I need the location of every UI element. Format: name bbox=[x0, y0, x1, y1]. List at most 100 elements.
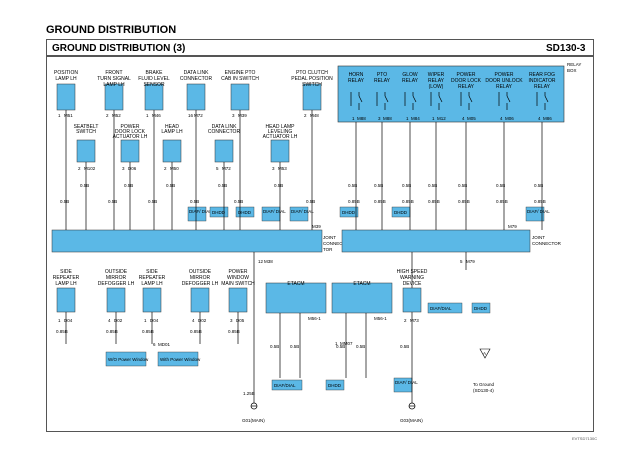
tag-dhdd-6 bbox=[471, 302, 491, 314]
relay-switch-icon bbox=[498, 92, 511, 110]
connector-pin: 1 bbox=[144, 318, 147, 323]
sheet-ref-line-2: (SD130-4) bbox=[473, 388, 494, 393]
component-label-2: MIRROR bbox=[106, 275, 127, 281]
component-body bbox=[142, 287, 162, 313]
wire-gauge: 0.85B bbox=[348, 199, 360, 204]
wire-gauge: 0.85B bbox=[190, 329, 202, 334]
component-label-1: ENGINE PTO bbox=[225, 70, 256, 76]
wire-gauge: 0.5B bbox=[274, 183, 283, 188]
component-label-1: OUTSIDE bbox=[105, 269, 128, 275]
connector-pin: 4 bbox=[108, 318, 111, 323]
tag-diaf-dial-3 bbox=[289, 206, 309, 222]
wire-gauge: 0.5B bbox=[496, 183, 505, 188]
wire-gauge: 0.5B bbox=[348, 183, 357, 188]
component-label-1: FRONT bbox=[105, 70, 122, 76]
wire-gauge: 0.85B bbox=[56, 329, 68, 334]
wire-gauge: 0.85B bbox=[458, 199, 470, 204]
wire-gauge: 0.5B bbox=[534, 183, 543, 188]
wire-gauge: 0.5B bbox=[290, 344, 299, 349]
joint-right-l1: JOINT bbox=[532, 235, 545, 240]
component-label-3: LAMP LH bbox=[141, 281, 163, 287]
etacm-label: ETACM bbox=[353, 281, 370, 287]
component-label-3: ACTUATOR LH bbox=[263, 134, 298, 140]
component-label-2: MIRROR bbox=[190, 275, 211, 281]
connector-id: M72 bbox=[194, 113, 203, 118]
sheet-ref-letter: A bbox=[483, 351, 486, 356]
component-label-3: DEFOGGER LH bbox=[182, 281, 219, 287]
connector-id: M88 bbox=[357, 116, 366, 121]
etacm-body bbox=[331, 282, 393, 314]
joint-left-top-conn: M39 bbox=[312, 224, 321, 229]
etacm-connector: M56-1 bbox=[308, 316, 321, 321]
component-label-2: FLUID LEVEL bbox=[138, 76, 170, 82]
wire-gauge: 0.5B bbox=[374, 183, 383, 188]
component-label-1: POWER bbox=[121, 124, 140, 130]
component-label-3: SWITCH bbox=[302, 82, 322, 88]
joint-left-l1: JOINT bbox=[323, 235, 336, 240]
warning-device-body bbox=[402, 287, 422, 313]
component-label-2: CAB IN SWITCH bbox=[221, 76, 259, 82]
tag-with-power-window-text: With Power Window bbox=[160, 357, 201, 362]
relay-label-1: REAR FOG bbox=[529, 72, 555, 78]
tag-dhdd-1 bbox=[209, 206, 229, 218]
joint-left-bottom-pin: 12 bbox=[258, 259, 264, 264]
relay-label-2: RELAY bbox=[374, 78, 391, 84]
component-label-1: SEATBELT bbox=[74, 124, 99, 130]
connector-pin: 2 bbox=[78, 166, 81, 171]
wire-gauge: 0.5B bbox=[166, 183, 175, 188]
tag-dhdd-4-text: DHDD bbox=[394, 210, 408, 215]
connector-pin: 2 bbox=[164, 166, 167, 171]
tag-diaf-dial-1 bbox=[187, 206, 207, 222]
relay-label-1: HORN bbox=[349, 72, 364, 78]
component-label-3: LAMP LH bbox=[55, 281, 77, 287]
title-bar bbox=[46, 39, 594, 56]
wire-gauge: 0.5B bbox=[124, 183, 133, 188]
tag-dhdd-5-text: DHDD bbox=[328, 383, 342, 388]
relay-box-label-1: RELAY bbox=[567, 62, 581, 67]
connector-pin: 5 bbox=[216, 166, 219, 171]
component-label-1: OUTSIDE bbox=[189, 269, 212, 275]
connector-pin: 4 bbox=[500, 116, 503, 121]
component-label-3: DEFOGGER LH bbox=[98, 281, 135, 287]
connector-pin: 1 bbox=[352, 116, 355, 121]
wire-gauge: 0.5B bbox=[336, 344, 345, 349]
component-label-1: POWER bbox=[229, 269, 248, 275]
relay-label-1: PTO bbox=[377, 72, 387, 78]
relay-label-1: GLOW bbox=[402, 72, 418, 78]
component-body bbox=[120, 139, 140, 163]
relay-label-2: INDICATOR bbox=[528, 78, 555, 84]
relay-label-2: RELAY bbox=[428, 78, 445, 84]
connector-id: M52 bbox=[112, 113, 121, 118]
component-body bbox=[228, 287, 248, 313]
relay-box bbox=[337, 65, 565, 123]
component-label-2: LAMP LH bbox=[161, 129, 183, 135]
joint-connector-m79 bbox=[341, 229, 531, 253]
component-label-1: BRAKE bbox=[146, 70, 164, 76]
wire-gauge: 0.85B bbox=[228, 329, 240, 334]
wire-gauge: 0.5B bbox=[428, 183, 437, 188]
tag-diaf-dial-5 bbox=[271, 379, 303, 391]
joint-connector-m38 bbox=[51, 229, 323, 253]
component-label-2: CONNECTOR bbox=[208, 129, 241, 135]
mm07-pin: 1 bbox=[335, 341, 338, 346]
tag-dhdd-2-text: DHDD bbox=[238, 210, 252, 215]
joint-left-conn: M38 bbox=[264, 259, 273, 264]
connector-id: M12 bbox=[437, 116, 446, 121]
wire-gauge: 0.5B bbox=[270, 344, 279, 349]
component-body bbox=[270, 139, 290, 163]
